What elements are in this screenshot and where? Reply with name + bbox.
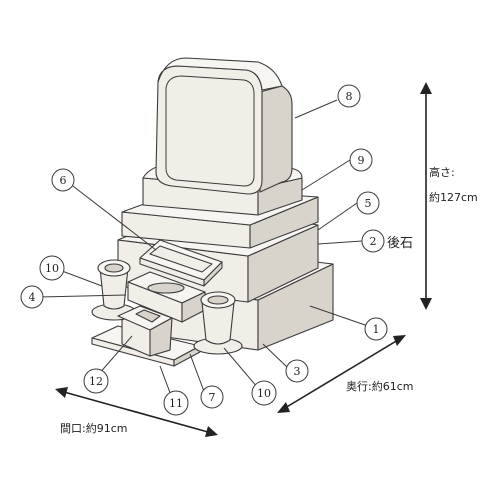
callout-1: 1: [364, 317, 388, 341]
svg-text:奥行:約61cm: 奥行:約61cm: [346, 379, 413, 393]
svg-text:11: 11: [169, 397, 183, 410]
incense-stand: [139, 239, 223, 287]
callout-8: 8: [337, 84, 361, 108]
svg-text:1: 1: [373, 323, 380, 336]
svg-text:5: 5: [365, 197, 372, 210]
rear-stone-label: 後石: [387, 236, 413, 251]
callout-6: 6: [51, 168, 75, 192]
svg-text:7: 7: [209, 391, 216, 404]
depth-dimension: 奥行:約61cm: [277, 335, 413, 413]
svg-text:3: 3: [294, 365, 301, 378]
flower-vase-left: [91, 259, 137, 321]
callout-10-right: 10: [251, 380, 277, 406]
callout-11: 11: [163, 390, 189, 416]
flower-vase-right: [193, 291, 243, 355]
svg-text:10: 10: [257, 387, 271, 400]
width-dimension: 間口:約91cm: [55, 387, 218, 437]
svg-text:8: 8: [346, 90, 353, 103]
svg-text:2: 2: [370, 235, 377, 248]
offering-stand: [117, 305, 173, 357]
callout-10-left: 10: [39, 255, 65, 281]
svg-text:10: 10: [45, 262, 59, 275]
svg-text:9: 9: [358, 154, 365, 167]
callout-3: 3: [285, 359, 309, 383]
callout-7: 7: [200, 385, 224, 409]
callout-5: 5: [356, 191, 380, 215]
callout-2: 2: [361, 229, 385, 253]
leader-lines: [39, 99, 369, 399]
svg-text:4: 4: [29, 291, 36, 304]
callout-9: 9: [349, 148, 373, 172]
svg-text:約127cm: 約127cm: [429, 190, 478, 204]
water-basin: [127, 271, 206, 323]
svg-text:間口:約91cm: 間口:約91cm: [60, 421, 127, 435]
svg-text:高さ:: 高さ:: [429, 165, 455, 179]
callout-4: 4: [20, 285, 44, 309]
height-dimension: 高さ: 約127cm: [420, 82, 478, 310]
main-tombstone: [155, 57, 293, 195]
svg-text:6: 6: [60, 174, 67, 187]
callout-12: 12: [83, 368, 109, 394]
svg-text:12: 12: [89, 375, 103, 388]
